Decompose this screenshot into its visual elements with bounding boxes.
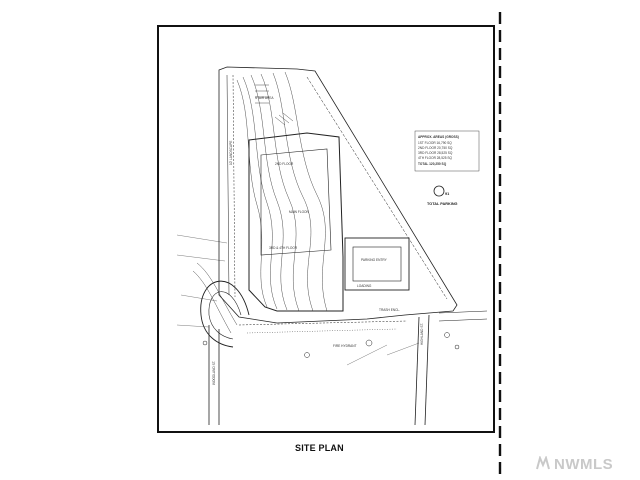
north-label: 91 [445,192,449,196]
upper-floors-label: 3RD & 4TH FLOOR [269,246,298,250]
area-row: TOTAL 120,250 SQ [418,162,447,166]
street-label-woodland: WOODLAND ST. [212,361,216,385]
area-row: 2ND FLOOR 20,750 SQ [418,146,453,150]
nwmls-watermark: NWMLS [536,456,613,473]
hydrant-label: FIRE HYDRANT [333,344,357,348]
site-plan-drawing: 91 TOTAL PARKING APPROX. AREAS (GROSS) 1… [176,66,488,426]
sheet-edge-dashed-line [498,12,502,478]
trash-enclosure-label: TRASH ENCL. [379,308,400,312]
nwmls-logo-icon [536,456,550,470]
plan-frame [157,25,495,433]
parking-entry-label: PARKING ENTRY [361,258,388,262]
caption-text: SITE PLAN [295,443,344,453]
cul-de-sac [200,280,250,348]
area-row: 3RD FLOOR 28,525 SQ [418,151,453,155]
loading-label: LOADING [357,284,372,288]
total-parking-label: TOTAL PARKING [427,202,458,206]
street-label-highland: HIGHLAND ST. [420,323,424,345]
parking-structure [344,237,410,291]
area-table-title: APPROX. AREAS (GROSS) [418,135,459,139]
property-boundary [218,66,458,324]
building-footprint [248,132,344,312]
area-row: 4TH FLOOR 28,525 SQ [418,156,453,160]
second-floor-label: 2ND FLOOR [275,162,294,166]
area-row: 1ST FLOOR 16,790 SQ [418,141,452,145]
main-floor-label: MAIN FLOOR [289,210,310,214]
landscape-label: 10' LANDSCAPE [229,141,233,165]
stair-area-label: STAIR AREA [255,96,274,100]
watermark-text: NWMLS [554,456,614,473]
